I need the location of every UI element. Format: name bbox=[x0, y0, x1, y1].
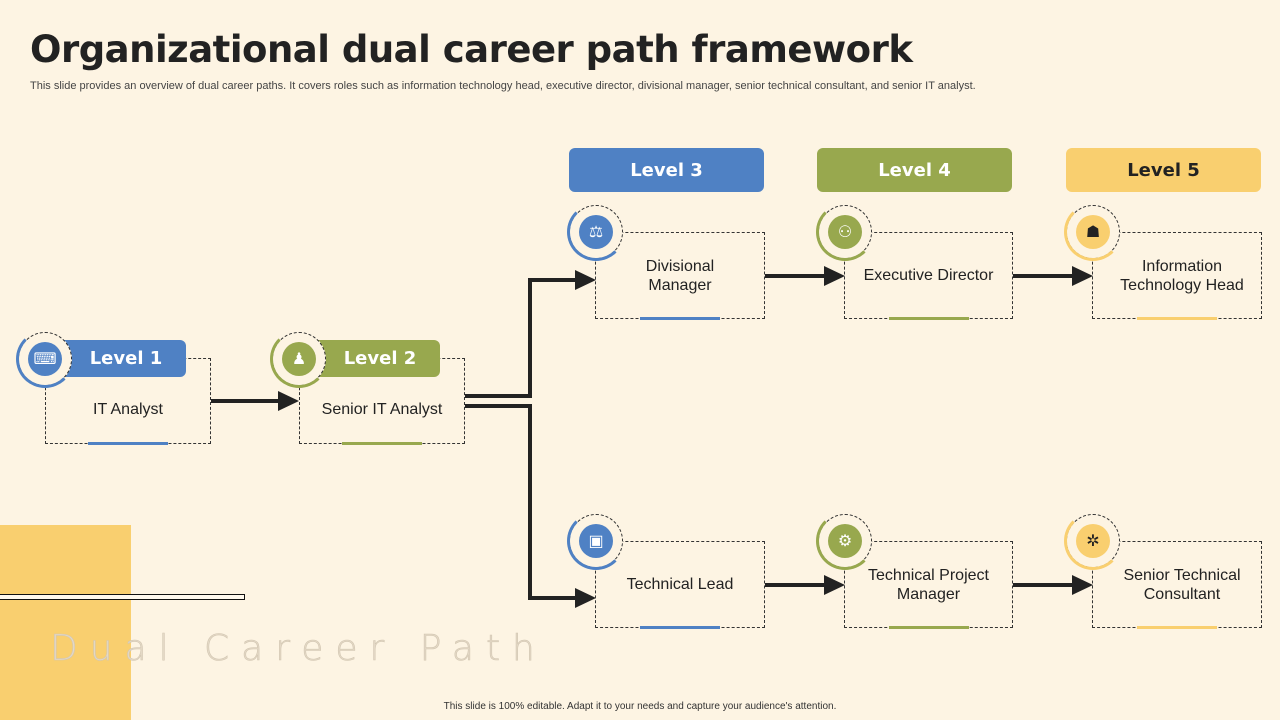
level-1-label: Level 1 bbox=[58, 340, 186, 377]
level-4-header: Level 4 bbox=[817, 148, 1012, 192]
arrowhead bbox=[824, 575, 845, 595]
decorative-line bbox=[0, 594, 245, 600]
icon-level-4-top: ⚇ bbox=[816, 203, 874, 261]
icon-level-4-bottom: ⚙ bbox=[816, 512, 874, 570]
role-box-senior-technical-consultant: Senior Technical Consultant bbox=[1092, 541, 1262, 629]
icon-level-2: ♟ bbox=[270, 330, 328, 388]
arrow-to-technical-lead bbox=[465, 404, 576, 600]
icon-level-5-top: ☗ bbox=[1064, 203, 1122, 261]
page-title: Organizational dual career path framewor… bbox=[30, 28, 913, 71]
role-box-it-head: Information Technology Head bbox=[1092, 232, 1262, 320]
icon-level-1: ⌨ bbox=[16, 330, 74, 388]
role-label: Divisional Manager bbox=[645, 257, 715, 294]
role-box-divisional-manager: Divisional Manager bbox=[595, 232, 765, 320]
arrowhead bbox=[278, 391, 299, 411]
icon-level-3-bottom: ▣ bbox=[567, 512, 625, 570]
level-2-label: Level 2 bbox=[312, 340, 440, 377]
role-box-executive-director: Executive Director bbox=[844, 232, 1013, 320]
role-label: IT Analyst bbox=[93, 400, 163, 418]
icon-level-5-bottom: ✲ bbox=[1064, 512, 1122, 570]
decorative-yellow-block bbox=[0, 525, 131, 720]
role-box-technical-project-manager: Technical Project Manager bbox=[844, 541, 1013, 629]
level-3-header: Level 3 bbox=[569, 148, 764, 192]
arrowhead bbox=[1072, 575, 1093, 595]
role-label: Senior IT Analyst bbox=[321, 400, 443, 418]
icon-level-3-top: ⚖ bbox=[567, 203, 625, 261]
role-label: Information Technology Head bbox=[1120, 257, 1244, 294]
arrowhead bbox=[575, 588, 596, 608]
role-label: Technical Project Manager bbox=[868, 566, 989, 603]
role-label: Technical Lead bbox=[626, 576, 734, 593]
arrowhead bbox=[575, 270, 596, 290]
role-label: Executive Director bbox=[863, 267, 994, 284]
level-5-header: Level 5 bbox=[1066, 148, 1261, 192]
watermark-text: Dual Career Path bbox=[50, 628, 547, 670]
arrowhead bbox=[1072, 266, 1093, 286]
arrowhead bbox=[824, 266, 845, 286]
role-label: Senior Technical Consultant bbox=[1123, 566, 1241, 603]
footer-note: This slide is 100% editable. Adapt it to… bbox=[443, 701, 837, 712]
page-subtitle: This slide provides an overview of dual … bbox=[30, 80, 976, 92]
role-box-technical-lead: Technical Lead bbox=[595, 541, 765, 629]
arrow-to-divisional bbox=[465, 278, 576, 398]
role-box-senior-it-analyst: Senior IT Analyst bbox=[299, 358, 465, 445]
